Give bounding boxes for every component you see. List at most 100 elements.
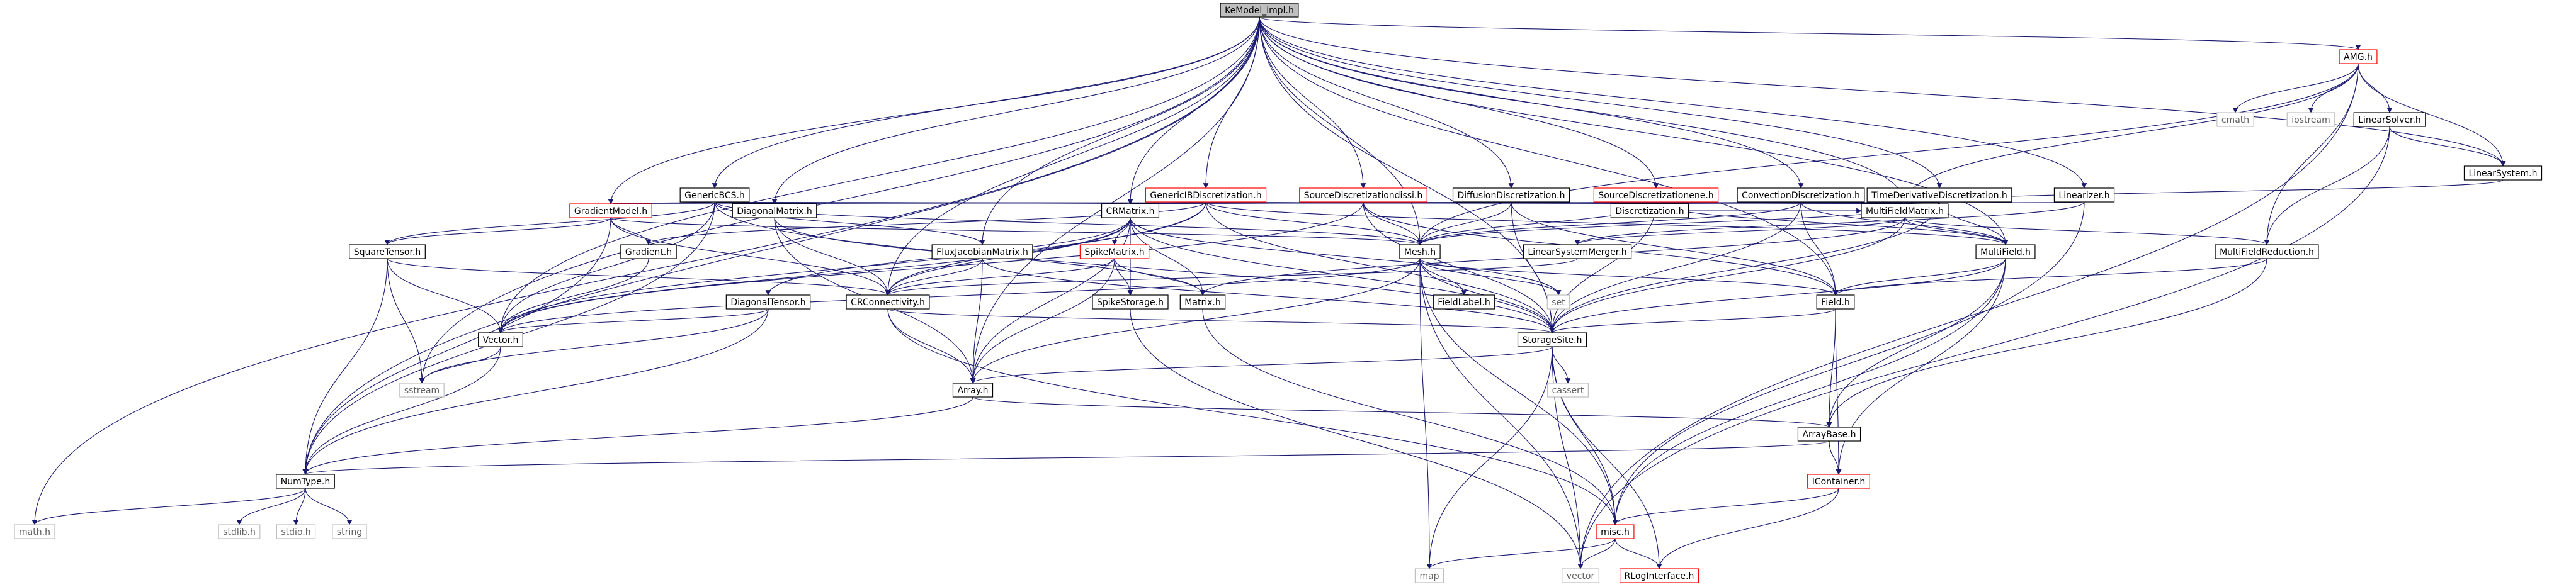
edge-kemodel-impl-h-to-gradientmodel-h (608, 16, 1260, 204)
node-label: MultiField.h (1980, 247, 2031, 257)
node-box (276, 524, 316, 539)
node-box (1866, 187, 2012, 203)
node-iostream[interactable]: iostream (2286, 112, 2335, 127)
node-matrix-h[interactable]: Matrix.h (1179, 294, 1226, 310)
node-timederivativediscretization-h[interactable]: TimeDerivativeDiscretization.h (1866, 187, 2012, 203)
node-stdlib-h[interactable]: stdlib.h (218, 524, 261, 539)
node-box (1816, 294, 1855, 310)
edge-amg-h-to-multifieldmatrix-h (1902, 63, 2359, 204)
node-label: cassert (1552, 386, 1584, 396)
node-kemodel-impl-h[interactable]: KeModel_impl.h (1220, 3, 1299, 18)
node-label: MultiFieldMatrix.h (1866, 206, 1944, 216)
edge-multifield-h-to-misc-h (1612, 258, 2006, 525)
node-box (14, 524, 55, 539)
node-gradientmodel-h[interactable]: GradientModel.h (569, 203, 652, 218)
node-icontainer-h[interactable]: IContainer.h (1807, 474, 1870, 489)
node-box (2339, 49, 2378, 64)
node-label: Field.h (1821, 298, 1850, 308)
node-sstream[interactable]: sstream (399, 383, 445, 398)
edge-spikematrix-h-to-matrix-h (1114, 258, 1206, 296)
node-string[interactable]: string (332, 524, 367, 539)
node-map[interactable]: map (1414, 568, 1444, 583)
node-box (399, 383, 445, 398)
edge-diffusiondiscretization-h-to-storagesite-h (1511, 201, 1555, 333)
edge-multifieldreduction-h-to-arraybase-h (1826, 258, 2267, 428)
edge-kemodel-impl-h-to-crconnectivity-h (885, 16, 1260, 296)
node-genericbcs-h[interactable]: GenericBCS.h (679, 187, 750, 203)
node-box (1399, 244, 1441, 259)
node-sourcediscretizationene-h[interactable]: SourceDiscretizationene.h (1593, 187, 1719, 203)
node-misc-h[interactable]: misc.h (1596, 524, 1635, 539)
node-label: Mesh.h (1404, 247, 1436, 257)
node-sourcediscretizationdissi-h[interactable]: SourceDiscretizationdissi.h (1299, 187, 1427, 203)
node-stdio-h[interactable]: stdio.h (276, 524, 316, 539)
node-gradient-h[interactable]: Gradient.h (620, 244, 677, 259)
node-squaretensor-h[interactable]: SquareTensor.h (349, 244, 426, 259)
edge-fluxjacobianmatrix-h-to-array-h (970, 258, 983, 384)
node-label: cmath (2221, 115, 2249, 125)
edge-crconnectivity-h-to-array-h (887, 308, 976, 384)
node-multifieldmatrix-h[interactable]: MultiFieldMatrix.h (1861, 203, 1949, 218)
node-convectiondiscretization-h[interactable]: ConvectionDiscretization.h (1737, 187, 1865, 203)
node-crconnectivity-h[interactable]: CRConnectivity.h (846, 294, 930, 310)
node-linearsystem-h[interactable]: LinearSystem.h (2463, 165, 2543, 181)
node-numtype-h[interactable]: NumType.h (276, 474, 335, 489)
node-field-h[interactable]: Field.h (1816, 294, 1855, 310)
node-diagonalmatrix-h[interactable]: DiagonalMatrix.h (732, 203, 817, 218)
edge-kemodel-impl-h-to-timederivativediscretization-h (1259, 16, 1943, 189)
edge-gradientmodel-h-to-numtype-h (302, 217, 611, 475)
node-linearizer-h[interactable]: Linearizer.h (2053, 187, 2115, 203)
node-spikestorage-h[interactable]: SpikeStorage.h (1092, 294, 1169, 310)
edge-multifieldmatrix-h-to-multifieldreduction-h (1904, 217, 2270, 245)
node-diagonaltensor-h[interactable]: DiagonalTensor.h (725, 294, 811, 310)
edge-diagonaltensor-h-to-vector-h (497, 308, 769, 333)
edge-kemodel-impl-h-to-sourcediscretizationdissi-h (1259, 16, 1366, 189)
node-box (846, 294, 930, 310)
node-crmatrix-h[interactable]: CRMatrix.h (1101, 203, 1160, 218)
node-fluxjacobianmatrix-h[interactable]: FluxJacobianMatrix.h (931, 244, 1033, 259)
node-cassert[interactable]: cassert (1547, 383, 1589, 398)
node-amg-h[interactable]: AMG.h (2339, 49, 2378, 64)
edge-amg-h-to-multifieldreduction-h (2264, 63, 2359, 245)
node-discretization-h[interactable]: Discretization.h (1610, 203, 1689, 218)
node-multifieldreduction-h[interactable]: MultiFieldReduction.h (2215, 244, 2319, 259)
node-box (478, 332, 523, 347)
node-box (2463, 165, 2543, 181)
node-label: set (1552, 298, 1565, 308)
edge-field-h-to-icontainer-h (1835, 308, 1842, 475)
node-rloginterface-h[interactable]: RLogInterface.h (1620, 568, 1699, 583)
edge-arraybase-h-to-numtype-h (303, 440, 1830, 475)
node-label: StorageSite.h (1523, 335, 1582, 345)
node-label: Linearizer.h (2058, 191, 2109, 201)
node-arraybase-h[interactable]: ArrayBase.h (1797, 427, 1861, 442)
edge-amg-h-to-mesh-h (1417, 63, 2359, 245)
edge-kemodel-impl-h-to-math-h (31, 16, 1260, 525)
node-linearsolver-h[interactable]: LinearSolver.h (2353, 112, 2426, 127)
node-mesh-h[interactable]: Mesh.h (1399, 244, 1441, 259)
node-label: Vector.h (483, 335, 519, 345)
node-vector[interactable]: vector (1562, 568, 1599, 583)
node-box (1797, 427, 1861, 442)
node-box (1562, 568, 1599, 583)
node-label: stdio.h (281, 527, 310, 537)
node-math-h[interactable]: math.h (14, 524, 55, 539)
node-array-h[interactable]: Array.h (952, 383, 994, 398)
node-fieldlabel-h[interactable]: FieldLabel.h (1433, 294, 1495, 310)
node-spikematrix-h[interactable]: SpikeMatrix.h (1079, 244, 1150, 259)
edge-diagonaltensor-h-to-sstream (419, 308, 769, 384)
edge-matrix-h-to-misc-h (1202, 308, 1618, 525)
edge-mesh-h-to-field-h (1419, 258, 1839, 296)
node-box (2353, 112, 2426, 127)
node-storagesite-h[interactable]: StorageSite.h (1517, 332, 1587, 347)
node-label: FluxJacobianMatrix.h (936, 247, 1028, 257)
node-vector-h[interactable]: Vector.h (478, 332, 523, 347)
edge-array-h-to-numtype-h (302, 396, 973, 475)
node-multifield-h[interactable]: MultiField.h (1975, 244, 2036, 259)
node-cmath[interactable]: cmath (2216, 112, 2254, 127)
node-set[interactable]: set (1546, 294, 1570, 310)
edge-numtype-h-to-stdlib-h (236, 488, 306, 525)
node-linearsystemmerger-h[interactable]: LinearSystemMerger.h (1523, 244, 1632, 259)
node-genericibdiscretization-h[interactable]: GenericIBDiscretization.h (1145, 187, 1267, 203)
node-diffusiondiscretization-h[interactable]: DiffusionDiscretization.h (1452, 187, 1570, 203)
